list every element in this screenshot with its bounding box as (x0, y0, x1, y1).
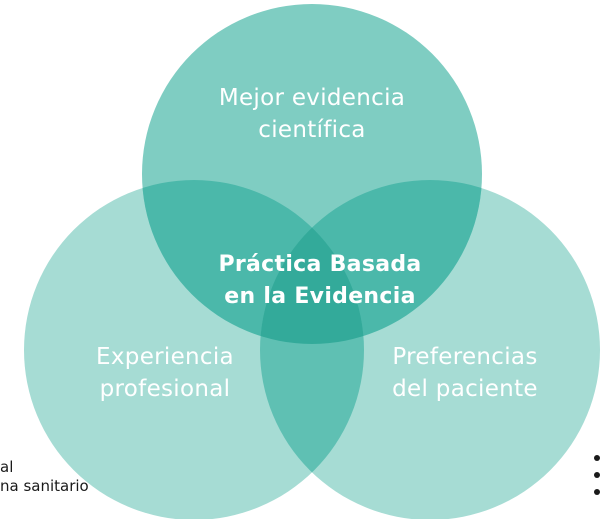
label-center-line2: en la Evidencia (224, 284, 416, 309)
label-right-line1: Preferencias (392, 344, 538, 370)
label-preferencias-paciente: Preferencias del paciente (330, 341, 600, 405)
label-center-line1: Práctica Basada (218, 252, 422, 277)
bullet-dot (594, 489, 600, 495)
overlap-top-right (260, 180, 482, 344)
label-mejor-evidencia: Mejor evidencia científica (142, 82, 482, 146)
bullet-dot (594, 455, 600, 461)
label-left-line2: profesional (99, 376, 231, 402)
label-top-line2: científica (258, 117, 366, 143)
label-top-line1: Mejor evidencia (218, 85, 406, 111)
label-practica-basada: Práctica Basada en la Evidencia (170, 249, 470, 313)
background-text-fragment: na sanitario (0, 477, 89, 495)
label-experiencia-profesional: Experiencia profesional (30, 341, 300, 405)
label-left-line1: Experiencia (96, 344, 234, 370)
background-text-fragment: al (0, 458, 14, 476)
overlap-top-left (142, 180, 364, 344)
bullet-dot (594, 472, 600, 478)
label-right-line2: del paciente (392, 376, 538, 402)
